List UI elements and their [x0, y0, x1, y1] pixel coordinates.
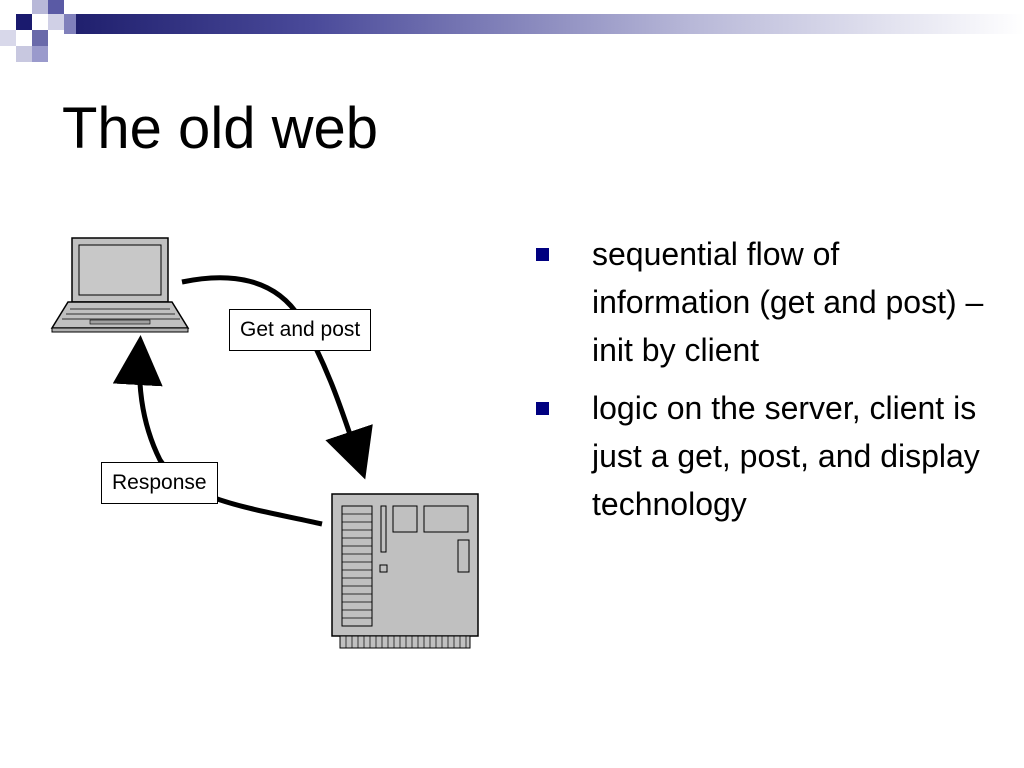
server-icon [331, 493, 479, 649]
bullet-text: logic on the server, client is just a ge… [592, 390, 980, 522]
request-arrow [181, 275, 373, 480]
bullet-list: sequential flow of information (get and … [530, 230, 1000, 538]
client-server-diagram [50, 237, 479, 649]
bullet-item: sequential flow of information (get and … [530, 230, 1000, 374]
response-label: Response [101, 462, 218, 504]
page-title: The old web [62, 96, 378, 161]
bullet-text: sequential flow of information (get and … [592, 236, 984, 368]
bullet-item: logic on the server, client is just a ge… [530, 384, 1000, 528]
top-gradient-bar [76, 14, 1024, 34]
request-label: Get and post [229, 309, 372, 351]
corner-decoration [0, 0, 76, 62]
square-bullet-icon [536, 402, 549, 415]
laptop-icon [50, 237, 190, 333]
square-bullet-icon [536, 248, 549, 261]
